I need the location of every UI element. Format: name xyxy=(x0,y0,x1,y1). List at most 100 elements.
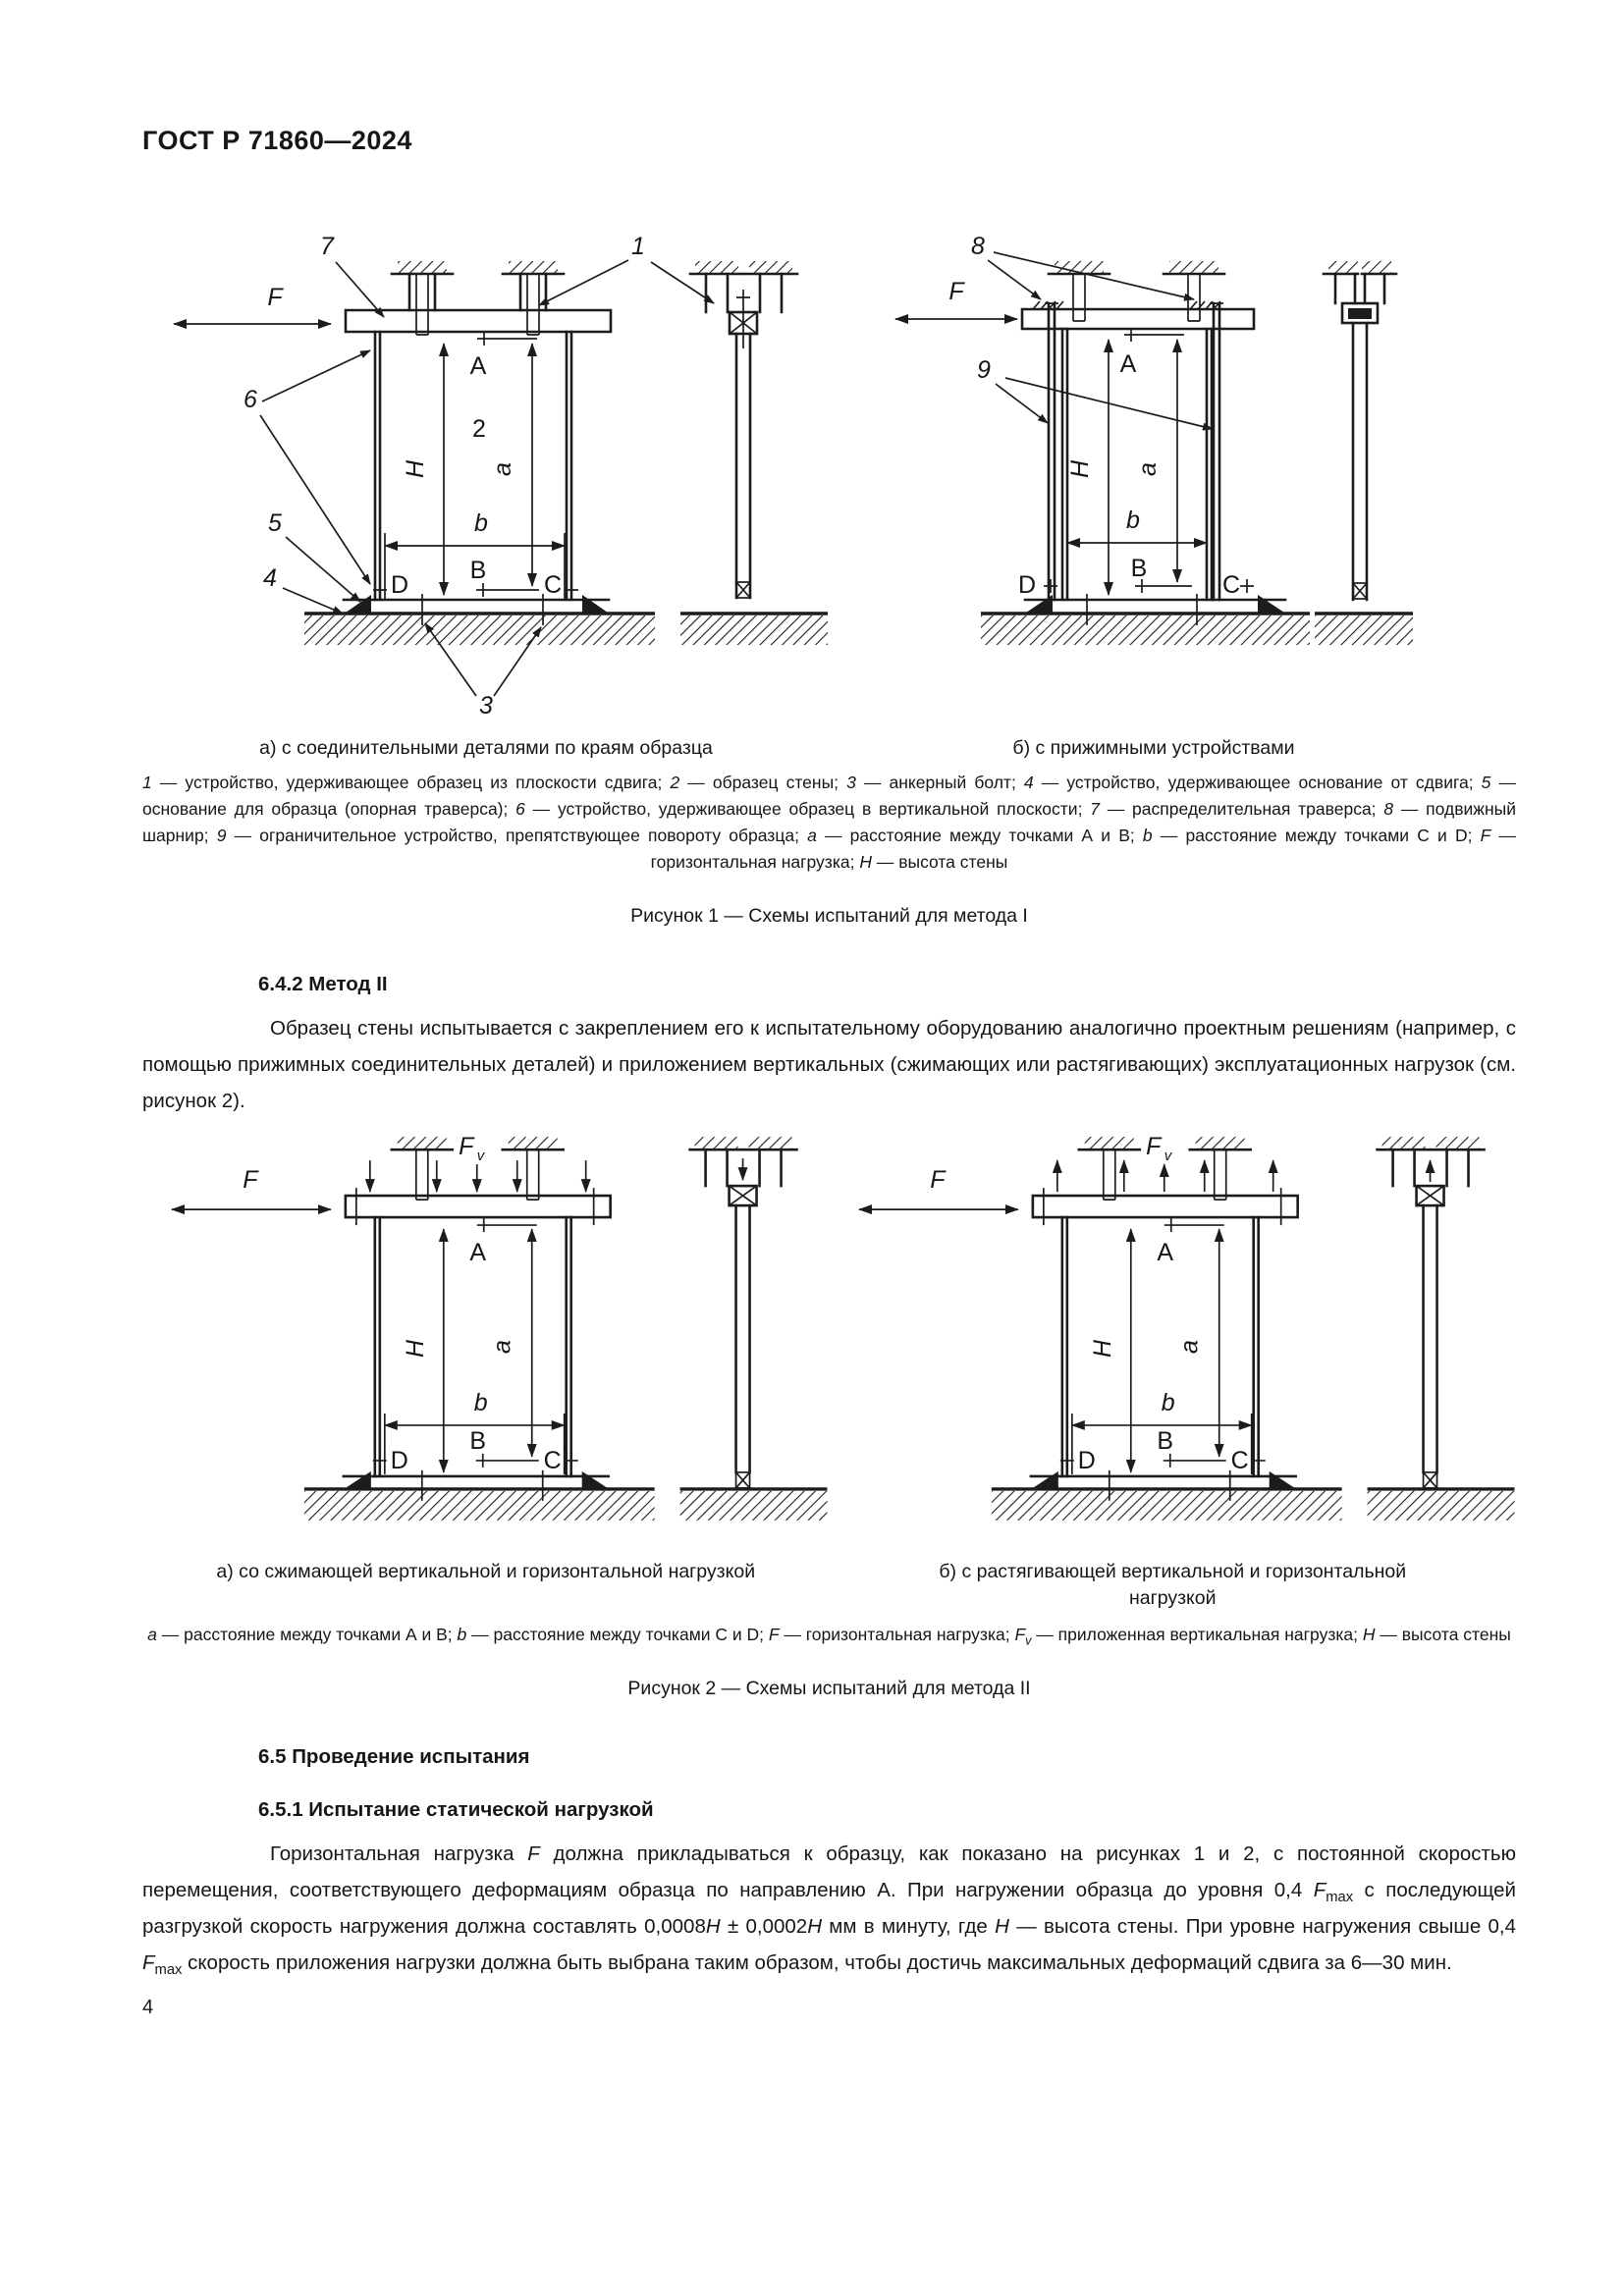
paragraph-651: Горизонтальная нагрузка F должна приклад… xyxy=(142,1842,1517,1979)
side-view xyxy=(680,261,828,645)
heading-651: 6.5.1 Испытание статической нагрузкой xyxy=(258,1798,654,1821)
label-D: D xyxy=(1018,571,1036,599)
label-a: a xyxy=(489,462,516,476)
label-a: a xyxy=(1175,1340,1203,1354)
ground xyxy=(991,1487,1342,1521)
figure2-caption-a: а) со сжимающей вертикальной и горизонта… xyxy=(142,1559,830,1612)
anchor-wedge-left xyxy=(1026,595,1053,613)
label-A: А xyxy=(470,352,487,380)
callout-9: 9 xyxy=(977,356,991,384)
callouts: 8 9 xyxy=(971,233,1214,431)
label-C: С xyxy=(1230,1447,1248,1474)
label-B: В xyxy=(1157,1427,1173,1455)
document-code: ГОСТ Р 71860—2024 xyxy=(142,126,412,155)
label-a: a xyxy=(489,1340,516,1354)
ceiling-supports xyxy=(1077,1137,1252,1201)
vertical-load-arrows: F v xyxy=(364,1133,591,1194)
anchor-wedge-right xyxy=(582,595,608,613)
distribution-beam xyxy=(344,1188,612,1226)
callout-1: 1 xyxy=(631,233,645,260)
label-H: H xyxy=(1088,1339,1115,1358)
label-H: H xyxy=(402,1339,429,1358)
figure1-diagrams: F H a b А В С D 2 7 xyxy=(142,229,1516,729)
callout-8: 8 xyxy=(971,233,985,260)
label-F: F xyxy=(267,284,284,311)
label-Fv: F xyxy=(459,1133,475,1160)
dimensions: H a b А В С D xyxy=(1018,328,1254,599)
figure2-caption-a-text: а) со сжимающей вертикальной и горизонта… xyxy=(216,1561,756,1582)
label-2: 2 xyxy=(472,415,486,443)
label-a: a xyxy=(1134,462,1162,476)
label-A: А xyxy=(1157,1239,1173,1266)
ceiling-supports xyxy=(1047,261,1226,322)
dimensions: H a b А В С D xyxy=(372,1218,578,1474)
label-b: b xyxy=(474,509,488,537)
label-B: В xyxy=(470,557,487,584)
figure1-panel-a: F H a b А В С D 2 7 xyxy=(173,233,828,720)
distribution-beam xyxy=(1031,1188,1299,1226)
clamping-rods xyxy=(1045,301,1223,602)
figure1-title: Рисунок 1 — Схемы испытаний для метода I xyxy=(630,905,1028,927)
label-Fv-sub: v xyxy=(1164,1148,1172,1164)
side-view xyxy=(1367,1137,1515,1521)
ceiling-supports xyxy=(390,1137,565,1201)
label-D: D xyxy=(1077,1447,1095,1474)
label-A: А xyxy=(469,1239,486,1266)
callout-5: 5 xyxy=(268,509,282,537)
distribution-beam xyxy=(1020,300,1256,331)
label-Fv: F xyxy=(1146,1133,1163,1160)
label-C: С xyxy=(544,571,562,599)
force-F: F xyxy=(173,284,332,329)
figure1-legend: 1 — устройство, удерживающее образец из … xyxy=(142,773,1516,872)
figure1-caption-b: б) с прижимными устройствами xyxy=(1012,737,1295,759)
wall-specimen xyxy=(373,1215,572,1478)
callout-6: 6 xyxy=(244,386,257,413)
side-view xyxy=(1315,261,1413,645)
label-B: В xyxy=(1131,555,1148,582)
distribution-beam xyxy=(344,308,613,334)
wall-specimen xyxy=(1060,1215,1260,1478)
dimensions: H a b А В С D 2 xyxy=(373,332,578,600)
content: ГОСТ Р 71860—2024 xyxy=(142,126,1517,2018)
label-b: b xyxy=(1126,507,1140,534)
figure1-panel-b: F H a b А В С D 8 xyxy=(894,233,1413,645)
anchor-wedge-left xyxy=(346,595,371,613)
side-view xyxy=(679,1137,828,1521)
label-F: F xyxy=(930,1166,947,1194)
heading-642: 6.4.2 Метод II xyxy=(258,973,388,995)
label-Fv-sub: v xyxy=(477,1148,486,1164)
ground xyxy=(981,612,1310,645)
figure2-diagrams: F v F xyxy=(142,1131,1516,1553)
force-F: F xyxy=(170,1166,332,1215)
label-D: D xyxy=(391,571,408,599)
label-C: С xyxy=(544,1447,562,1474)
ceiling-supports xyxy=(390,261,566,336)
force-F: F xyxy=(894,278,1018,324)
figure1-captions: а) с соединительными деталями по краям о… xyxy=(142,737,1516,760)
callout-3: 3 xyxy=(479,692,493,720)
paragraph-642: Образец стены испытывается с закрепление… xyxy=(142,1017,1516,1112)
label-F: F xyxy=(948,278,965,305)
figure2-legend: a — расстояние между точками А и В; b — … xyxy=(147,1625,1511,1648)
figure1-caption-a: а) с соединительными деталями по краям о… xyxy=(259,737,713,759)
wall-specimen xyxy=(373,330,573,602)
figure2-captions: а) со сжимающей вертикальной и горизонта… xyxy=(142,1559,1516,1612)
label-B: В xyxy=(469,1427,486,1455)
label-C: С xyxy=(1222,571,1240,599)
page-number: 4 xyxy=(142,1997,154,2018)
label-A: А xyxy=(1120,350,1137,378)
label-H: H xyxy=(402,459,429,478)
vertical-load-arrows: F v xyxy=(1052,1133,1278,1193)
dimensions: H a b А В С D xyxy=(1059,1218,1266,1474)
wall-specimen xyxy=(1060,327,1214,602)
anchor-wedge-right xyxy=(1258,595,1284,613)
figure2-panel-b: F v F xyxy=(857,1133,1515,1521)
ground xyxy=(304,612,655,645)
figure2-panel-a: F v F xyxy=(170,1133,828,1521)
label-H: H xyxy=(1066,459,1094,478)
figure2-caption-b: б) с растягивающей вертикальной и горизо… xyxy=(830,1559,1517,1612)
figure2-title: Рисунок 2 — Схемы испытаний для метода I… xyxy=(627,1678,1031,1699)
label-D: D xyxy=(391,1447,408,1474)
callout-7: 7 xyxy=(320,233,335,260)
